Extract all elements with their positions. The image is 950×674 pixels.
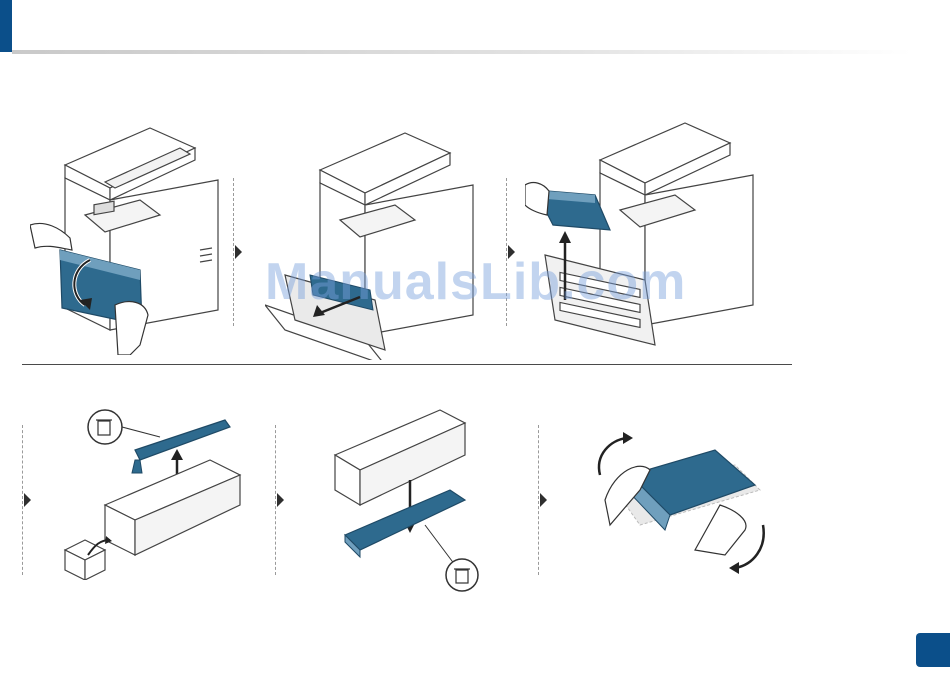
step-arrow-icon (540, 493, 547, 507)
row-divider (22, 364, 792, 365)
step-5-illustration (330, 405, 490, 595)
step-separator (538, 425, 539, 575)
step-3-illustration (525, 115, 760, 350)
watermark-text: ManualsLib.com (265, 252, 686, 312)
step-arrow-icon (277, 493, 284, 507)
recycle-bin-icon (88, 410, 160, 444)
step-4-illustration (60, 405, 245, 580)
step-arrow-icon (235, 245, 242, 259)
recycle-bin-icon (425, 525, 478, 591)
step-separator (22, 425, 23, 575)
page-number-badge (916, 633, 950, 667)
step-arrow-icon (24, 493, 31, 507)
corner-accent-bar (0, 0, 12, 52)
step-1-illustration (30, 120, 230, 355)
step-2-illustration (265, 125, 480, 360)
step-separator (275, 425, 276, 575)
step-separator (233, 178, 234, 326)
header-rule (12, 50, 912, 54)
step-6-illustration (585, 430, 775, 580)
